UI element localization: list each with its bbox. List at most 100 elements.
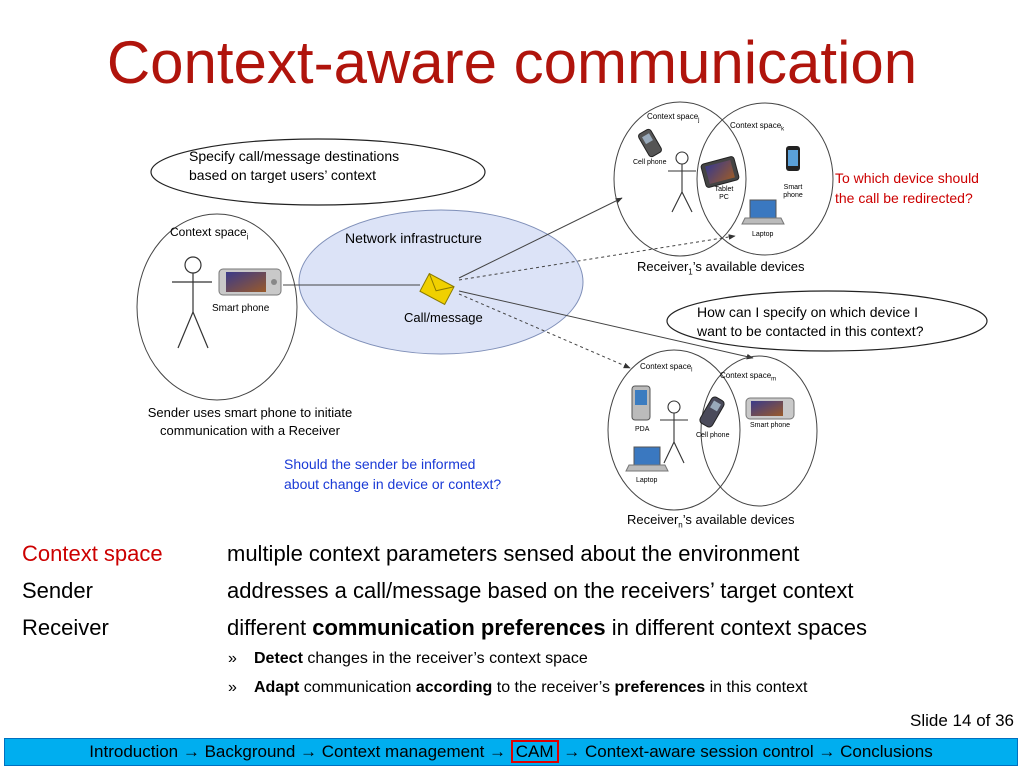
rn-pda-icon — [631, 385, 651, 421]
bullet-adapt: » Adapt communication according to the re… — [228, 679, 807, 697]
definition-term: Context space — [22, 541, 163, 566]
navigation-bar: Introduction → Background → Context mana… — [4, 738, 1018, 766]
bullet-marker: » — [228, 650, 237, 667]
callout-right-line2: want to be contacted in this context? — [697, 323, 924, 339]
message-label: Call/message — [404, 310, 483, 325]
callout-right-text: How can I specify on which device I want… — [697, 303, 923, 341]
r1-smartphone-line2: phone — [783, 192, 803, 199]
receivern-caption-pre: Receiver — [627, 512, 679, 527]
sender-context-ellipse — [136, 213, 298, 401]
r1-laptop-icon — [741, 199, 785, 225]
context-space-l-ellipse — [607, 349, 741, 511]
sender-context-text: Context space — [170, 225, 247, 239]
r1-tablet-label: Tablet PC — [712, 186, 736, 202]
context-space-j-subscript: j — [698, 117, 700, 124]
rn-smartphone-label: Smart phone — [750, 422, 791, 429]
receivern-caption-post: ’s available devices — [682, 512, 795, 527]
sender-context-subscript: i — [246, 232, 249, 242]
callout-top-text: Specify call/message destinations based … — [189, 147, 399, 185]
bullet-marker: » — [228, 679, 237, 696]
context-space-m-ellipse — [700, 355, 818, 507]
sender-caption-line2: communication with a Receiver — [160, 423, 340, 438]
receivern-caption-sub: n — [678, 520, 683, 530]
definition-desc: addresses a call/message based on the re… — [227, 578, 854, 603]
bullet-bold: Adapt — [254, 679, 300, 696]
bullet-text: in this context — [705, 679, 808, 696]
context-space-j-text: Context space — [647, 112, 699, 121]
context-diagram — [136, 101, 988, 511]
slide-title: Context-aware communication — [106, 29, 918, 96]
definition-desc-pre: different — [227, 615, 313, 640]
definition-desc: multiple context parameters sensed about… — [227, 541, 800, 566]
nav-path-before[interactable]: Introduction → Background → Context mana… — [89, 742, 511, 761]
receiver1-caption-sub: 1 — [688, 267, 693, 277]
context-space-k-text: Context space — [730, 121, 782, 130]
arrow-to-receivern — [458, 290, 754, 360]
definition-term: Receiver — [22, 615, 109, 640]
rn-laptop-label: Laptop — [636, 477, 658, 484]
context-space-l-subscript: l — [691, 367, 693, 374]
r1-tablet-line2: PC — [719, 194, 729, 201]
dashed-arrow-receivern — [458, 293, 631, 369]
context-space-l-label: Context spacel — [640, 362, 692, 374]
arrow-to-receiver1 — [458, 197, 623, 279]
rn-cellphone-icon — [699, 396, 725, 428]
bullet-bold: according — [415, 679, 493, 696]
redirect-question: To which device should the call be redir… — [835, 168, 979, 208]
callout-top-line2: based on target users’ context — [189, 167, 377, 183]
rn-laptop-icon — [625, 446, 669, 472]
definition-desc-post: in different context spaces — [605, 615, 867, 640]
callout-right-bubble — [666, 290, 988, 352]
bullet-text: changes in the receiver’s context space — [302, 650, 588, 667]
r1-smartphone-line1: Smart — [783, 184, 803, 191]
callout-top-bubble — [150, 138, 486, 206]
context-space-m-text: Context space — [720, 371, 772, 380]
r1-tablet-icon — [700, 156, 740, 188]
rn-cellphone-label: Cell phone — [696, 432, 730, 439]
bullet-detect: » Detect changes in the receiver’s contex… — [228, 650, 588, 668]
receiver1-person-icon — [668, 151, 696, 213]
r1-laptop-label: Laptop — [752, 231, 774, 238]
sender-caption: Sender uses smart phone to initiate comm… — [120, 404, 380, 440]
r1-smartphone-icon — [786, 146, 800, 171]
rn-smartphone-icon — [745, 397, 795, 420]
nav-current-section[interactable]: CAM — [510, 740, 559, 763]
definition-desc-bold: communication preferences — [312, 615, 606, 640]
context-space-l-text: Context space — [640, 362, 692, 371]
inform-question-line2: about change in device or context? — [284, 476, 502, 492]
redirect-question-line2: the call be redirected? — [835, 190, 973, 206]
bullet-text: to the receiver’s — [492, 679, 615, 696]
slide-number: Slide 14 of 36 — [910, 711, 1014, 730]
context-space-j-ellipse — [613, 101, 747, 257]
r1-tablet-line1: Tablet — [714, 186, 734, 193]
bullet-bold: preferences — [614, 679, 706, 696]
sender-person-icon — [172, 256, 212, 349]
receivern-person-icon — [660, 400, 688, 464]
receiver1-caption-pre: Receiver — [637, 259, 689, 274]
sender-device-label: Smart phone — [212, 303, 270, 314]
dashed-arrow-receiver1 — [458, 234, 736, 281]
bullet-bold: Detect — [254, 650, 303, 667]
sender-caption-line1: Sender uses smart phone to initiate — [147, 405, 353, 420]
r1-cellphone-icon — [638, 128, 662, 158]
definition-term: Sender — [22, 578, 93, 603]
sender-context-label: Context spacei — [170, 225, 249, 241]
r1-smartphone-label: Smart phone — [782, 184, 804, 200]
sender-smartphone-icon — [218, 268, 282, 296]
context-space-j-label: Context spacej — [647, 112, 699, 124]
context-space-k-label: Context spacek — [730, 121, 784, 133]
bullet-text: communication — [299, 679, 416, 696]
callout-top-line1: Specify call/message destinations — [189, 148, 400, 164]
receiver1-caption: Receiver1’s available devices — [637, 259, 805, 277]
r1-cellphone-label: Cell phone — [633, 159, 667, 166]
nav-path-after[interactable]: → Context-aware session control → Conclu… — [558, 742, 933, 761]
redirect-question-line1: To which device should — [835, 170, 979, 186]
context-space-k-ellipse — [696, 102, 834, 256]
receivern-caption: Receivern’s available devices — [627, 512, 795, 530]
definition-desc: different communication preferences in d… — [227, 615, 867, 641]
inform-question: Should the sender be informed about chan… — [284, 454, 501, 494]
context-space-m-subscript: m — [771, 376, 777, 383]
network-label: Network infrastructure — [345, 230, 482, 246]
callout-right-line1: How can I specify on which device I — [697, 304, 918, 320]
receiver1-caption-post: ’s available devices — [692, 259, 805, 274]
